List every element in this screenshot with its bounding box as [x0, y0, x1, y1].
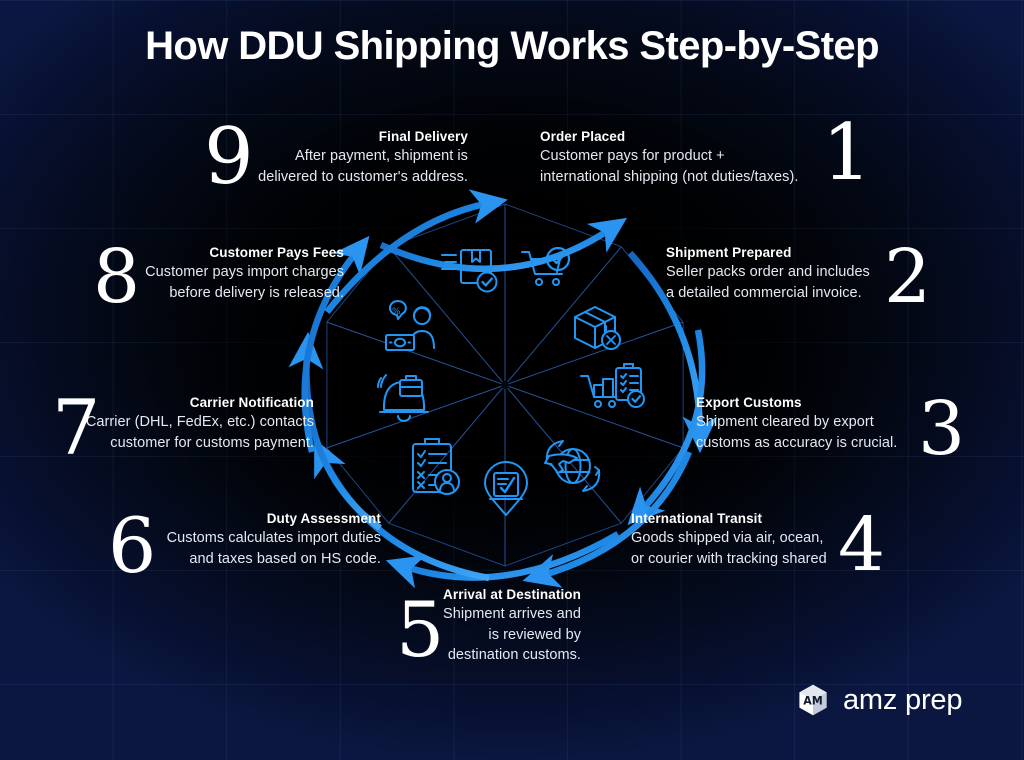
step-6-number: 6: [108, 501, 157, 590]
step-8-text: Customer Pays Fees Customer pays import …: [130, 244, 344, 303]
fast-delivery-box-check-icon: [441, 249, 498, 293]
step-6-heading: Duty Assessment: [266, 511, 381, 526]
step-9-heading: Final Delivery: [378, 129, 468, 144]
step-2-heading: Shipment Prepared: [666, 245, 792, 260]
step-9-body-line-1: After payment, shipment is: [295, 148, 468, 165]
step-6-body-line-2: and taxes based on HS code.: [189, 550, 381, 567]
flow-arrow-4: [522, 450, 692, 588]
package-box-warning-icon: [574, 306, 621, 350]
flow-arrow-9: [324, 189, 508, 315]
step-7-heading: Carrier Notification: [189, 395, 314, 410]
flow-arrow-7: [288, 331, 382, 531]
notification-bell-briefcase-icon: [377, 374, 429, 422]
step-9-body-line-2: delivered to customer's address.: [258, 168, 468, 185]
flow-arrow-3: [627, 329, 706, 526]
step-2-text: Shipment Prepared Seller packs order and…: [666, 244, 870, 303]
step-3-heading: Export Customs: [696, 395, 802, 410]
step-4-heading: International Transit: [631, 511, 763, 526]
step-8-body-line-2: before delivery is released.: [169, 284, 344, 301]
flow-arrows: [288, 189, 718, 589]
step-6-body-line-1: Customs calculates import duties: [166, 530, 381, 547]
step-8-number: 8: [93, 234, 141, 320]
step-4-text: International Transit Goods shipped via …: [631, 510, 827, 569]
svg-text:%: %: [392, 307, 401, 317]
step-5-heading: Arrival at Destination: [443, 587, 581, 602]
page-title: How DDU Shipping Works Step-by-Step: [145, 24, 879, 68]
step-1-number: 1: [822, 108, 872, 198]
flow-arrow-5: [385, 531, 620, 589]
flow-arrow-8: [301, 235, 370, 453]
step-2-body-line-1: Seller packs order and includes: [666, 264, 870, 281]
step-3-text: Export Customs Shipment cleared by expor…: [696, 394, 897, 453]
step-5-body-line-2: is reviewed by: [488, 626, 581, 643]
step-3-body-line-1: Shipment cleared by export: [696, 414, 874, 431]
step-5-body-line-1: Shipment arrives and: [442, 606, 581, 623]
step-9-number: 9: [204, 112, 254, 202]
step-1-text: Order Placed Customer pays for product +…: [540, 128, 798, 187]
step-7-body-line-1: Carrier (DHL, FedEx, etc.) contacts: [85, 414, 314, 431]
location-pin-document-check-icon: [484, 461, 528, 516]
step-4-number: 4: [838, 502, 886, 588]
step-8-heading: Customer Pays Fees: [209, 245, 344, 260]
step-8-body-line-1: Customer pays import charges: [145, 264, 344, 281]
svg-text:AM: AM: [803, 694, 823, 707]
step-3-number: 3: [918, 386, 966, 472]
step-3-body-line-2: customs as accuracy is crucial.: [696, 434, 898, 451]
step-5-body-line-3: destination customs.: [447, 647, 581, 664]
step-6-text: Duty Assessment Customs calculates impor…: [150, 510, 381, 569]
flow-arrow-1: [379, 217, 628, 273]
step-4-body-line-2: or courier with tracking shared: [631, 550, 827, 567]
amz-prep-cube-icon: AM: [799, 684, 827, 716]
step-7-body-line-2: customer for customs payment.: [110, 434, 314, 451]
step-1-heading: Order Placed: [540, 129, 626, 144]
customer-payment-discount-icon: %: [385, 299, 435, 351]
step-2-number: 2: [884, 234, 932, 320]
globe-plane-transit-icon: [544, 440, 601, 492]
step-9-text: Final Delivery After payment, shipment i…: [242, 128, 468, 187]
step-5-number: 5: [396, 585, 445, 674]
step-1-body-line-2: international shipping (not duties/taxes…: [540, 168, 799, 185]
step-5-text: Arrival at Destination Shipment arrives …: [433, 586, 581, 666]
cart-clipboard-check-icon: [580, 363, 645, 408]
step-4-body-line-1: Goods shipped via air, ocean,: [631, 530, 824, 547]
shopping-cart-check-icon: [521, 246, 571, 286]
step-2-body-line-2: a detailed commercial invoice.: [666, 284, 862, 301]
cycle-center-node: [501, 381, 509, 389]
clipboard-checklist-user-icon: [412, 438, 460, 495]
step-7-number: 7: [52, 383, 101, 472]
step-1-body-line-1: Customer pays for product +: [540, 148, 725, 165]
brand-logo: AM amz prep: [796, 683, 962, 717]
step-7-text: Carrier Notification Carrier (DHL, FedEx…: [85, 394, 314, 453]
brand-wordmark: amz prep: [843, 683, 963, 716]
